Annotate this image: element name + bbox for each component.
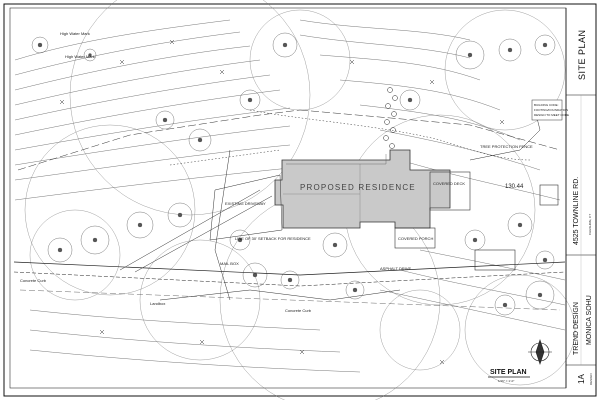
- title-block-project: MONICA SOHU: [586, 295, 593, 345]
- drawing-scale: 1/16" = 1'-0": [498, 379, 514, 383]
- notes-heading: BUILDING CODE:: [534, 103, 559, 107]
- title-block: SITE PLAN 4525 TOWNLINE RD. CHESHIRE, CT…: [565, 8, 596, 388]
- covered-deck-label: COVERED DECK: [433, 181, 465, 186]
- drawing-title-text: SITE PLAN: [490, 369, 527, 376]
- notes-line-2: DESIGN TO MEET CODE: [534, 113, 569, 117]
- drawing-labels: PROPOSED RESIDENCE 130.44 High Water Mar…: [20, 31, 533, 313]
- asphalt-label: ASPHALT DRIVE: [380, 266, 412, 271]
- high-water-label-2: High Water Mark: [65, 54, 95, 59]
- drawing-title: SITE PLAN 1/16" = 1'-0": [488, 369, 530, 383]
- title-block-sheet-title: SITE PLAN: [577, 29, 587, 80]
- title-block-designer-sub: DESIGN: [589, 373, 593, 385]
- notes-line-1: FOOTING/FOUNDATION: [534, 108, 568, 112]
- title-block-subaddress: CHESHIRE, CT: [588, 214, 592, 235]
- title-block-sheet-number: 1A: [577, 374, 586, 384]
- landbox-label: Landbox: [150, 301, 165, 306]
- high-water-label-1: High Water Mark: [60, 31, 90, 36]
- area-label: 130.44: [505, 184, 524, 190]
- house-label: PROPOSED RESIDENCE: [300, 183, 416, 192]
- mail-box-label: MAIL BOX: [220, 261, 239, 266]
- title-block-designer: TREND DESIGN: [573, 302, 580, 355]
- title-block-address: 4525 TOWNLINE RD.: [573, 177, 580, 245]
- setback-label: LINE OF 30' SETBACK FOR RESIDENCE: [235, 236, 311, 241]
- notes-box: BUILDING CODE: FOOTING/FOUNDATION DESIGN…: [531, 99, 569, 121]
- covered-porch-label: COVERED PORCH: [398, 236, 433, 241]
- tree-protection-label: TREE PROTECTION FENCE: [480, 144, 533, 149]
- covered-deck-outline: [429, 171, 471, 211]
- north-arrow-icon: [528, 339, 552, 365]
- concrete-curb-bottom-label: Concrete Curb: [285, 308, 312, 313]
- driveway-label: EXISTING DRIVEWAY: [225, 201, 266, 206]
- site-plan-drawing: [13, 0, 576, 400]
- concrete-curb-left-label: Concrete Curb: [20, 278, 47, 283]
